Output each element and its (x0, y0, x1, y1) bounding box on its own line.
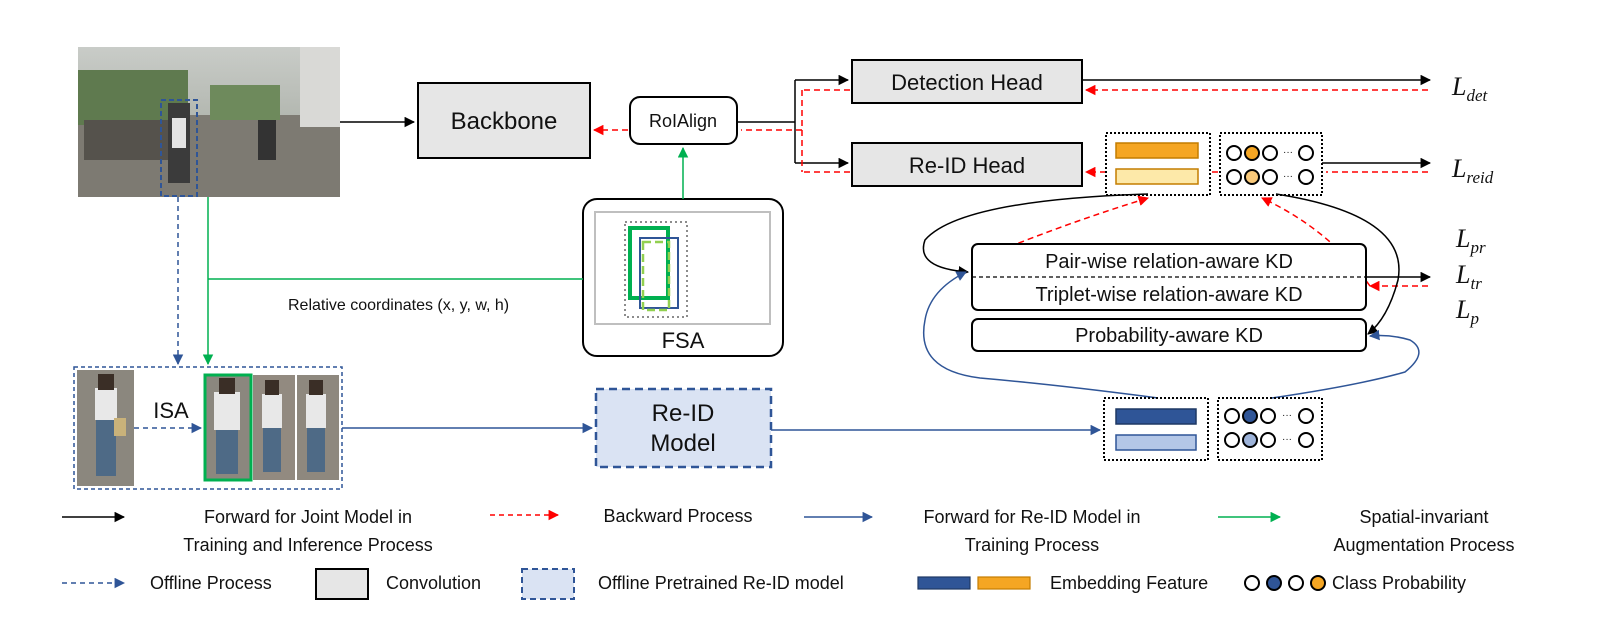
legend-forward-reid-2: Training Process (965, 535, 1099, 555)
triplet-kd-label: Triplet-wise relation-aware KD (1035, 284, 1302, 306)
roialign-label: RoIAlign (649, 111, 717, 131)
loss-det: Ldet (1451, 72, 1489, 105)
input-scene-image (78, 47, 340, 197)
legend-forward-reid-1: Forward for Re-ID Model in (923, 507, 1140, 527)
legend-offline-pretrained: Offline Pretrained Re-ID model (598, 573, 844, 593)
loss-reid: Lreid (1451, 154, 1494, 187)
legend-forward-joint-2: Training and Inference Process (183, 535, 432, 555)
roialign-block (629, 96, 738, 145)
legend-offline-pretrained-swatch (521, 568, 575, 600)
legend: Forward for Joint Model in Training and … (62, 506, 1515, 600)
embedding-bar-blue-light (1115, 434, 1197, 451)
legend-class-prob: Class Probability (1332, 573, 1466, 593)
detection-head-block (851, 59, 1083, 104)
teacher-probability-group (1219, 132, 1323, 196)
ellipsis-2: ··· (1283, 171, 1293, 182)
embedding-bar-blue (1115, 408, 1197, 425)
reid-head-label: Re-ID Head (909, 153, 1025, 178)
pair-kd-label: Pair-wise relation-aware KD (1045, 251, 1293, 273)
loss-p: Lp (1455, 295, 1479, 328)
relative-coords-label: Relative coordinates (x, y, w, h) (288, 297, 509, 314)
reid-model-label-1: Re-ID (652, 400, 715, 427)
legend-offline: Offline Process (150, 573, 272, 593)
backbone-block (417, 82, 591, 159)
student-embedding-group (1103, 397, 1209, 461)
student-probability-group (1217, 397, 1323, 461)
student-probability-row-1 (1224, 408, 1314, 424)
embedding-bar-orange (1115, 142, 1199, 159)
legend-embedding-orange (977, 576, 1031, 590)
embedding-bar-orange-light (1115, 168, 1199, 185)
fsa-label: FSA (662, 328, 705, 353)
ellipsis-3: ··· (1282, 410, 1292, 421)
person-crop-original (77, 370, 134, 486)
ellipsis-1: ··· (1283, 147, 1293, 158)
legend-convolution-swatch (315, 568, 369, 600)
reid-model-label-2: Model (650, 430, 715, 457)
student-probability-row-2 (1224, 432, 1314, 448)
teacher-probability-row-2 (1226, 169, 1314, 185)
prob-kd-block (971, 318, 1367, 352)
legend-embedding: Embedding Feature (1050, 573, 1208, 593)
augmented-crops (203, 373, 339, 482)
loss-pr: Lpr (1455, 224, 1486, 257)
ellipsis-4: ··· (1282, 434, 1292, 445)
prob-kd-label: Probability-aware KD (1075, 325, 1263, 347)
reid-model-block (594, 387, 773, 469)
detection-head-label: Detection Head (891, 70, 1043, 95)
legend-spatial-2: Augmentation Process (1333, 535, 1514, 555)
backbone-label: Backbone (451, 108, 558, 135)
isa-label: ISA (153, 398, 189, 423)
legend-forward-joint-1: Forward for Joint Model in (204, 507, 412, 527)
legend-spatial-1: Spatial-invariant (1359, 507, 1488, 527)
teacher-probability-row-1 (1226, 145, 1314, 161)
legend-embedding-blue (917, 576, 971, 590)
loss-tr: Ltr (1455, 260, 1482, 293)
legend-convolution: Convolution (386, 573, 481, 593)
reid-head-block (851, 142, 1083, 187)
legend-backward: Backward Process (603, 506, 752, 526)
teacher-embedding-group (1105, 132, 1211, 196)
